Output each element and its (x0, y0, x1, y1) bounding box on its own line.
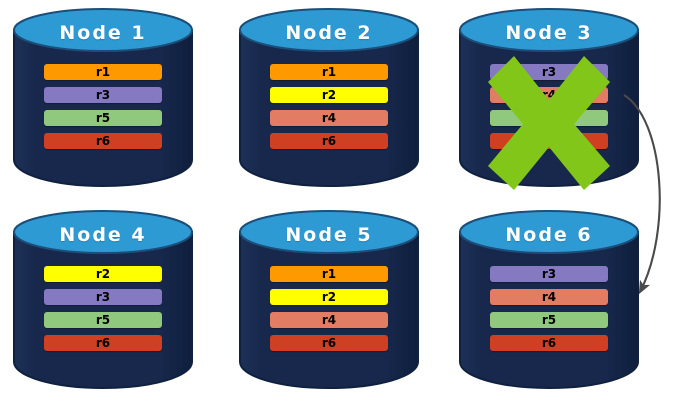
replica-label: r3 (95, 290, 111, 304)
replica-label: r5 (95, 111, 111, 125)
replica-bar[interactable]: r5 (44, 312, 162, 328)
replica-bar[interactable]: r3 (44, 87, 162, 103)
replica-bar[interactable]: r1 (270, 64, 388, 80)
replica-label: r5 (541, 313, 557, 327)
replica-label: r2 (95, 267, 111, 281)
replica-bar[interactable]: r6 (490, 335, 608, 351)
replica-label: r3 (541, 267, 557, 281)
replica-bar[interactable]: r3 (490, 266, 608, 282)
replica-label: r2 (321, 88, 337, 102)
node-2-replica-list: r1 r2 r4 r6 (270, 64, 388, 156)
replica-label: r6 (541, 336, 557, 350)
replica-bar[interactable]: r6 (44, 133, 162, 149)
replica-bar[interactable]: r2 (44, 266, 162, 282)
replica-label: r5 (541, 111, 557, 125)
replica-bar[interactable]: r5 (490, 312, 608, 328)
replica-bar[interactable]: r6 (490, 133, 608, 149)
replica-label: r3 (95, 88, 111, 102)
replica-bar[interactable]: r1 (270, 266, 388, 282)
replica-bar[interactable]: r4 (270, 110, 388, 126)
replica-label: r4 (541, 290, 557, 304)
replica-label: r1 (321, 267, 337, 281)
replica-bar[interactable]: r2 (270, 289, 388, 305)
node-1-replica-list: r1 r3 r5 r6 (44, 64, 162, 156)
node-4-replica-list: r2 r3 r5 r6 (44, 266, 162, 358)
node-5-replica-list: r1 r2 r4 r6 (270, 266, 388, 358)
replica-bar[interactable]: r3 (490, 64, 608, 80)
replica-label: r6 (321, 336, 337, 350)
replica-label: r4 (321, 313, 337, 327)
replica-label: r4 (541, 88, 557, 102)
replica-label: r6 (95, 336, 111, 350)
node-6-replica-list: r3 r4 r5 r6 (490, 266, 608, 358)
replica-bar[interactable]: r6 (44, 335, 162, 351)
replica-bar[interactable]: r3 (44, 289, 162, 305)
replica-bar[interactable]: r4 (490, 87, 608, 103)
replica-label: r2 (321, 290, 337, 304)
replica-label: r1 (321, 65, 337, 79)
replica-label: r6 (321, 134, 337, 148)
replica-label: r1 (95, 65, 111, 79)
replica-label: r6 (541, 134, 557, 148)
replica-bar[interactable]: r5 (490, 110, 608, 126)
replica-bar[interactable]: r1 (44, 64, 162, 80)
replica-label: r4 (321, 111, 337, 125)
replica-bar[interactable]: r2 (270, 87, 388, 103)
replica-bar[interactable]: r4 (270, 312, 388, 328)
replica-bar[interactable]: r4 (490, 289, 608, 305)
replica-bar[interactable]: r6 (270, 133, 388, 149)
node-3-replica-list: r3 r4 r5 r6 (490, 64, 608, 156)
replica-label: r5 (95, 313, 111, 327)
replica-label: r3 (541, 65, 557, 79)
replica-bar[interactable]: r6 (270, 335, 388, 351)
replica-bar[interactable]: r5 (44, 110, 162, 126)
replica-label: r6 (95, 134, 111, 148)
